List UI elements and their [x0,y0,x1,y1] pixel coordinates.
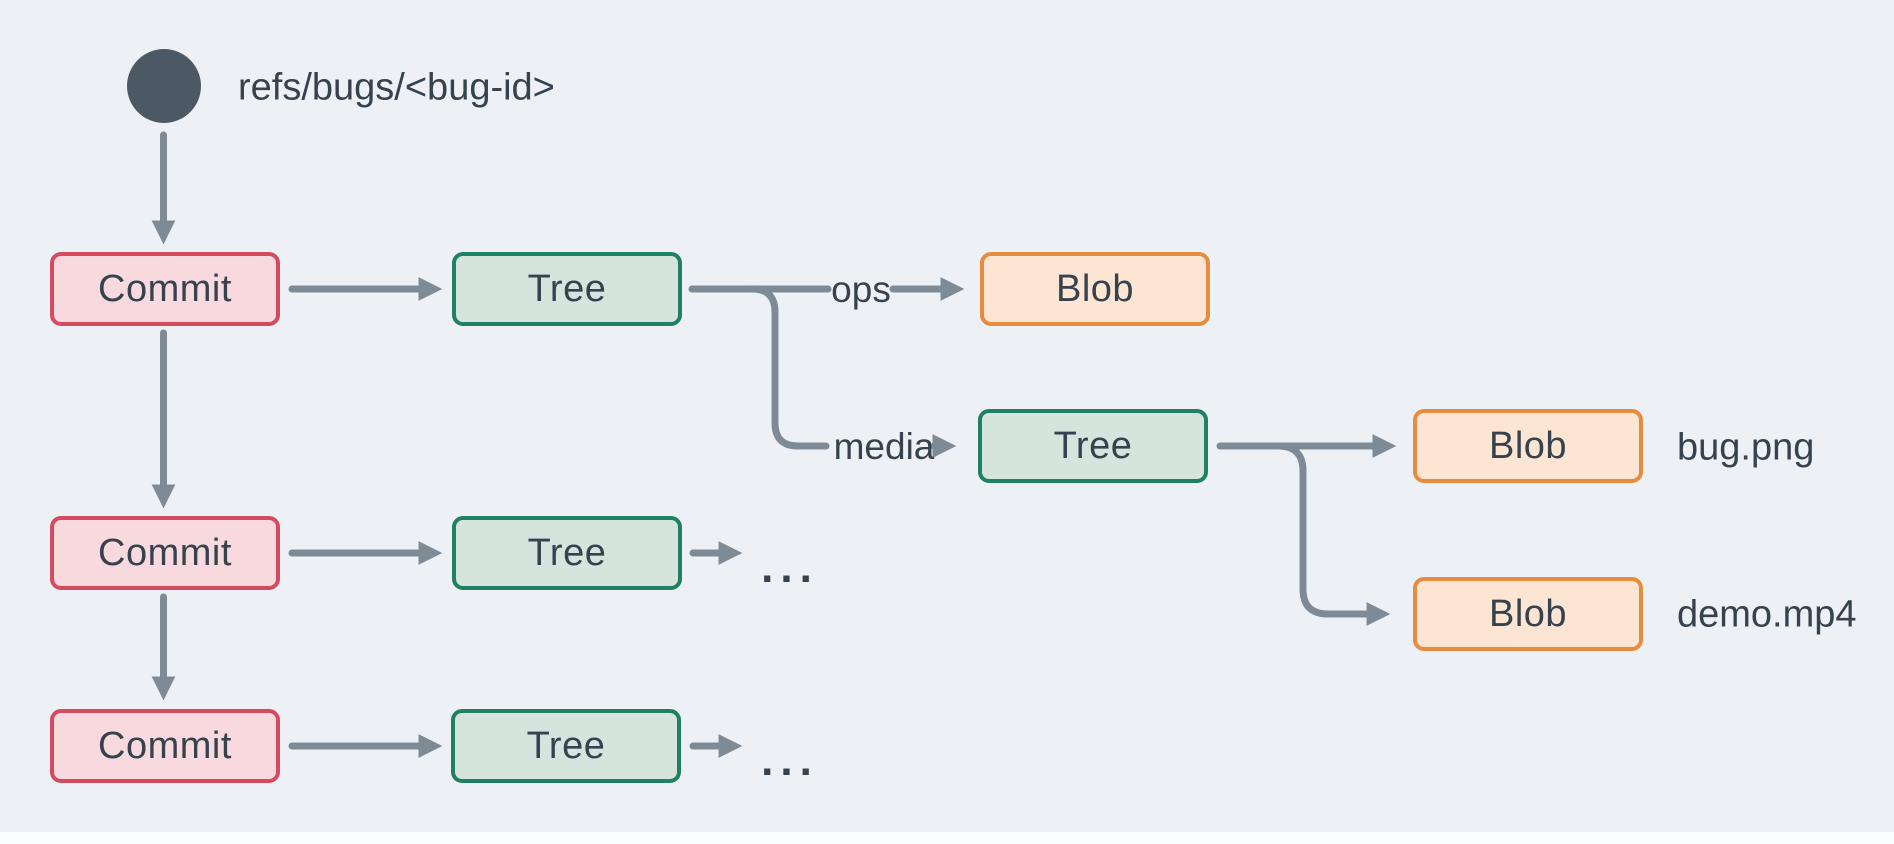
blob-node-demo-label: Blob [1488,592,1568,635]
blob-node-bug: Blob [1413,409,1643,483]
tree-node-3: Tree [451,709,681,783]
file-label-bug-png: bug.png [1677,426,1815,469]
blob-node-demo: Blob [1413,577,1643,651]
tree-node-3-label: Tree [526,724,606,767]
ref-dot-icon [127,49,201,123]
blob-node-bug-label: Blob [1488,424,1568,467]
commit-node-2-label: Commit [98,531,232,574]
ref-label: refs/bugs/<bug-id> [238,66,555,109]
commit-node-2: Commit [50,516,280,590]
edge-label-media: media [833,426,935,467]
commit-node-1-label: Commit [98,267,232,310]
ellipsis-row2: ... [761,543,819,592]
ellipsis-row3: ... [761,736,819,785]
commit-node-1: Commit [50,252,280,326]
commit-node-3-label: Commit [98,724,232,767]
blob-node-ops: Blob [980,252,1210,326]
tree-node-2: Tree [452,516,682,590]
tree-node-media: Tree [978,409,1208,483]
tree-node-1-label: Tree [527,267,607,310]
tree-node-media-label: Tree [1053,424,1133,467]
blob-node-ops-label: Blob [1055,267,1135,310]
line-tree1-branch-to-media [748,285,830,450]
file-label-demo-mp4: demo.mp4 [1677,593,1857,636]
commit-node-3: Commit [50,709,280,783]
tree-node-1: Tree [452,252,682,326]
edge-label-ops: ops [831,269,891,310]
tree-node-2-label: Tree [527,531,607,574]
arrow-treemedia-branch-to-blob-demo [1274,442,1391,626]
footer-strip [0,832,1894,844]
